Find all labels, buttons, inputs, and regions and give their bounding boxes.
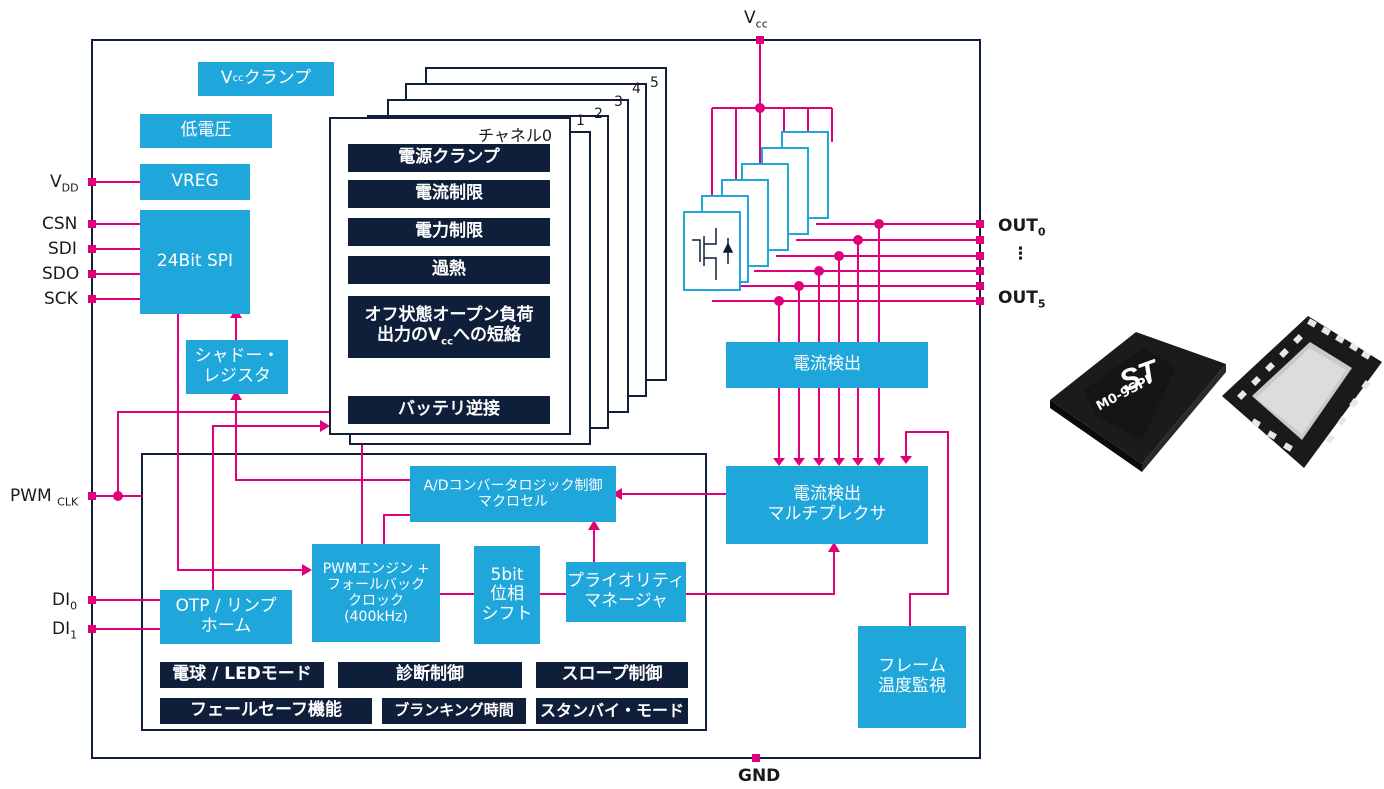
frame-temp-block: フレーム 温度監視: [858, 626, 966, 728]
pin-vdd: VDD: [50, 172, 79, 195]
feature-blanking: ブランキング時間: [382, 698, 526, 724]
logic-frame: [141, 453, 707, 731]
channel-num-4: 4: [632, 81, 641, 97]
channel-num-1: 1: [576, 113, 585, 129]
ic-frame: [91, 39, 981, 759]
pin-csn: CSN: [42, 214, 78, 234]
shadow-register-block: シャドー・ レジスタ: [186, 340, 288, 394]
pin-di1: DI1: [52, 619, 78, 642]
current-mux-block: 電流検出 マルチプレクサ: [726, 466, 928, 544]
channel-num-3: 3: [614, 94, 623, 110]
vreg-block: VREG: [140, 164, 250, 200]
phase-shift-block: 5bit 位相 シフト: [474, 546, 540, 644]
pin-dots: ⋮: [1012, 244, 1029, 264]
spi-block: 24Bit SPI: [140, 210, 250, 314]
otp-limp-block: OTP / リンプ ホーム: [160, 590, 292, 644]
priority-manager-block: プライオリティ マネージャ: [566, 562, 686, 622]
battery-reverse-item: バッテリ逆接: [348, 396, 550, 424]
channel-num-2: 2: [594, 106, 603, 122]
pin-sdo: SDO: [42, 264, 80, 284]
feature-diag-ctrl: 診断制御: [338, 662, 522, 688]
pin-sdi: SDI: [48, 239, 77, 259]
feature-bulb-led: 電球 / LEDモード: [160, 662, 324, 688]
power-limit-item: 電力制限: [348, 218, 550, 246]
pwm-engine-block: PWMエンジン + フォールバック クロック (400kHz): [312, 544, 440, 642]
chip-illustration: ST: [1050, 316, 1382, 472]
current-limit-item: 電流制限: [348, 180, 550, 208]
feature-standby: スタンバイ・モード: [536, 698, 688, 724]
mosfet-stack: [683, 131, 829, 291]
adc-logic-block: A/Dコンバータロジック制御 マクロセル: [410, 466, 616, 522]
pin-out5: OUT5: [998, 288, 1046, 311]
channel-title: チャネル0: [478, 126, 553, 145]
channel-num-5: 5: [650, 75, 659, 91]
low-voltage-block: 低電圧: [140, 114, 272, 148]
pin-sck: SCK: [44, 289, 78, 309]
power-clamp-item: 電源クランプ: [348, 144, 550, 172]
current-sense-block: 電流検出: [726, 342, 928, 388]
vcc-top-label: Vcc: [744, 8, 768, 31]
overheat-item: 過熱: [348, 256, 550, 284]
open-load-item: オフ状態オープン負荷 出力のVccへの短絡: [348, 296, 550, 358]
feature-failsafe: フェールセーフ機能: [160, 698, 372, 724]
pin-di0: DI0: [52, 590, 78, 613]
gnd-label: GND: [738, 766, 781, 786]
pin-out0: OUT0: [998, 216, 1046, 239]
feature-slope-ctrl: スロープ制御: [536, 662, 688, 688]
pin-pwm-clk: PWM CLK: [10, 486, 79, 509]
